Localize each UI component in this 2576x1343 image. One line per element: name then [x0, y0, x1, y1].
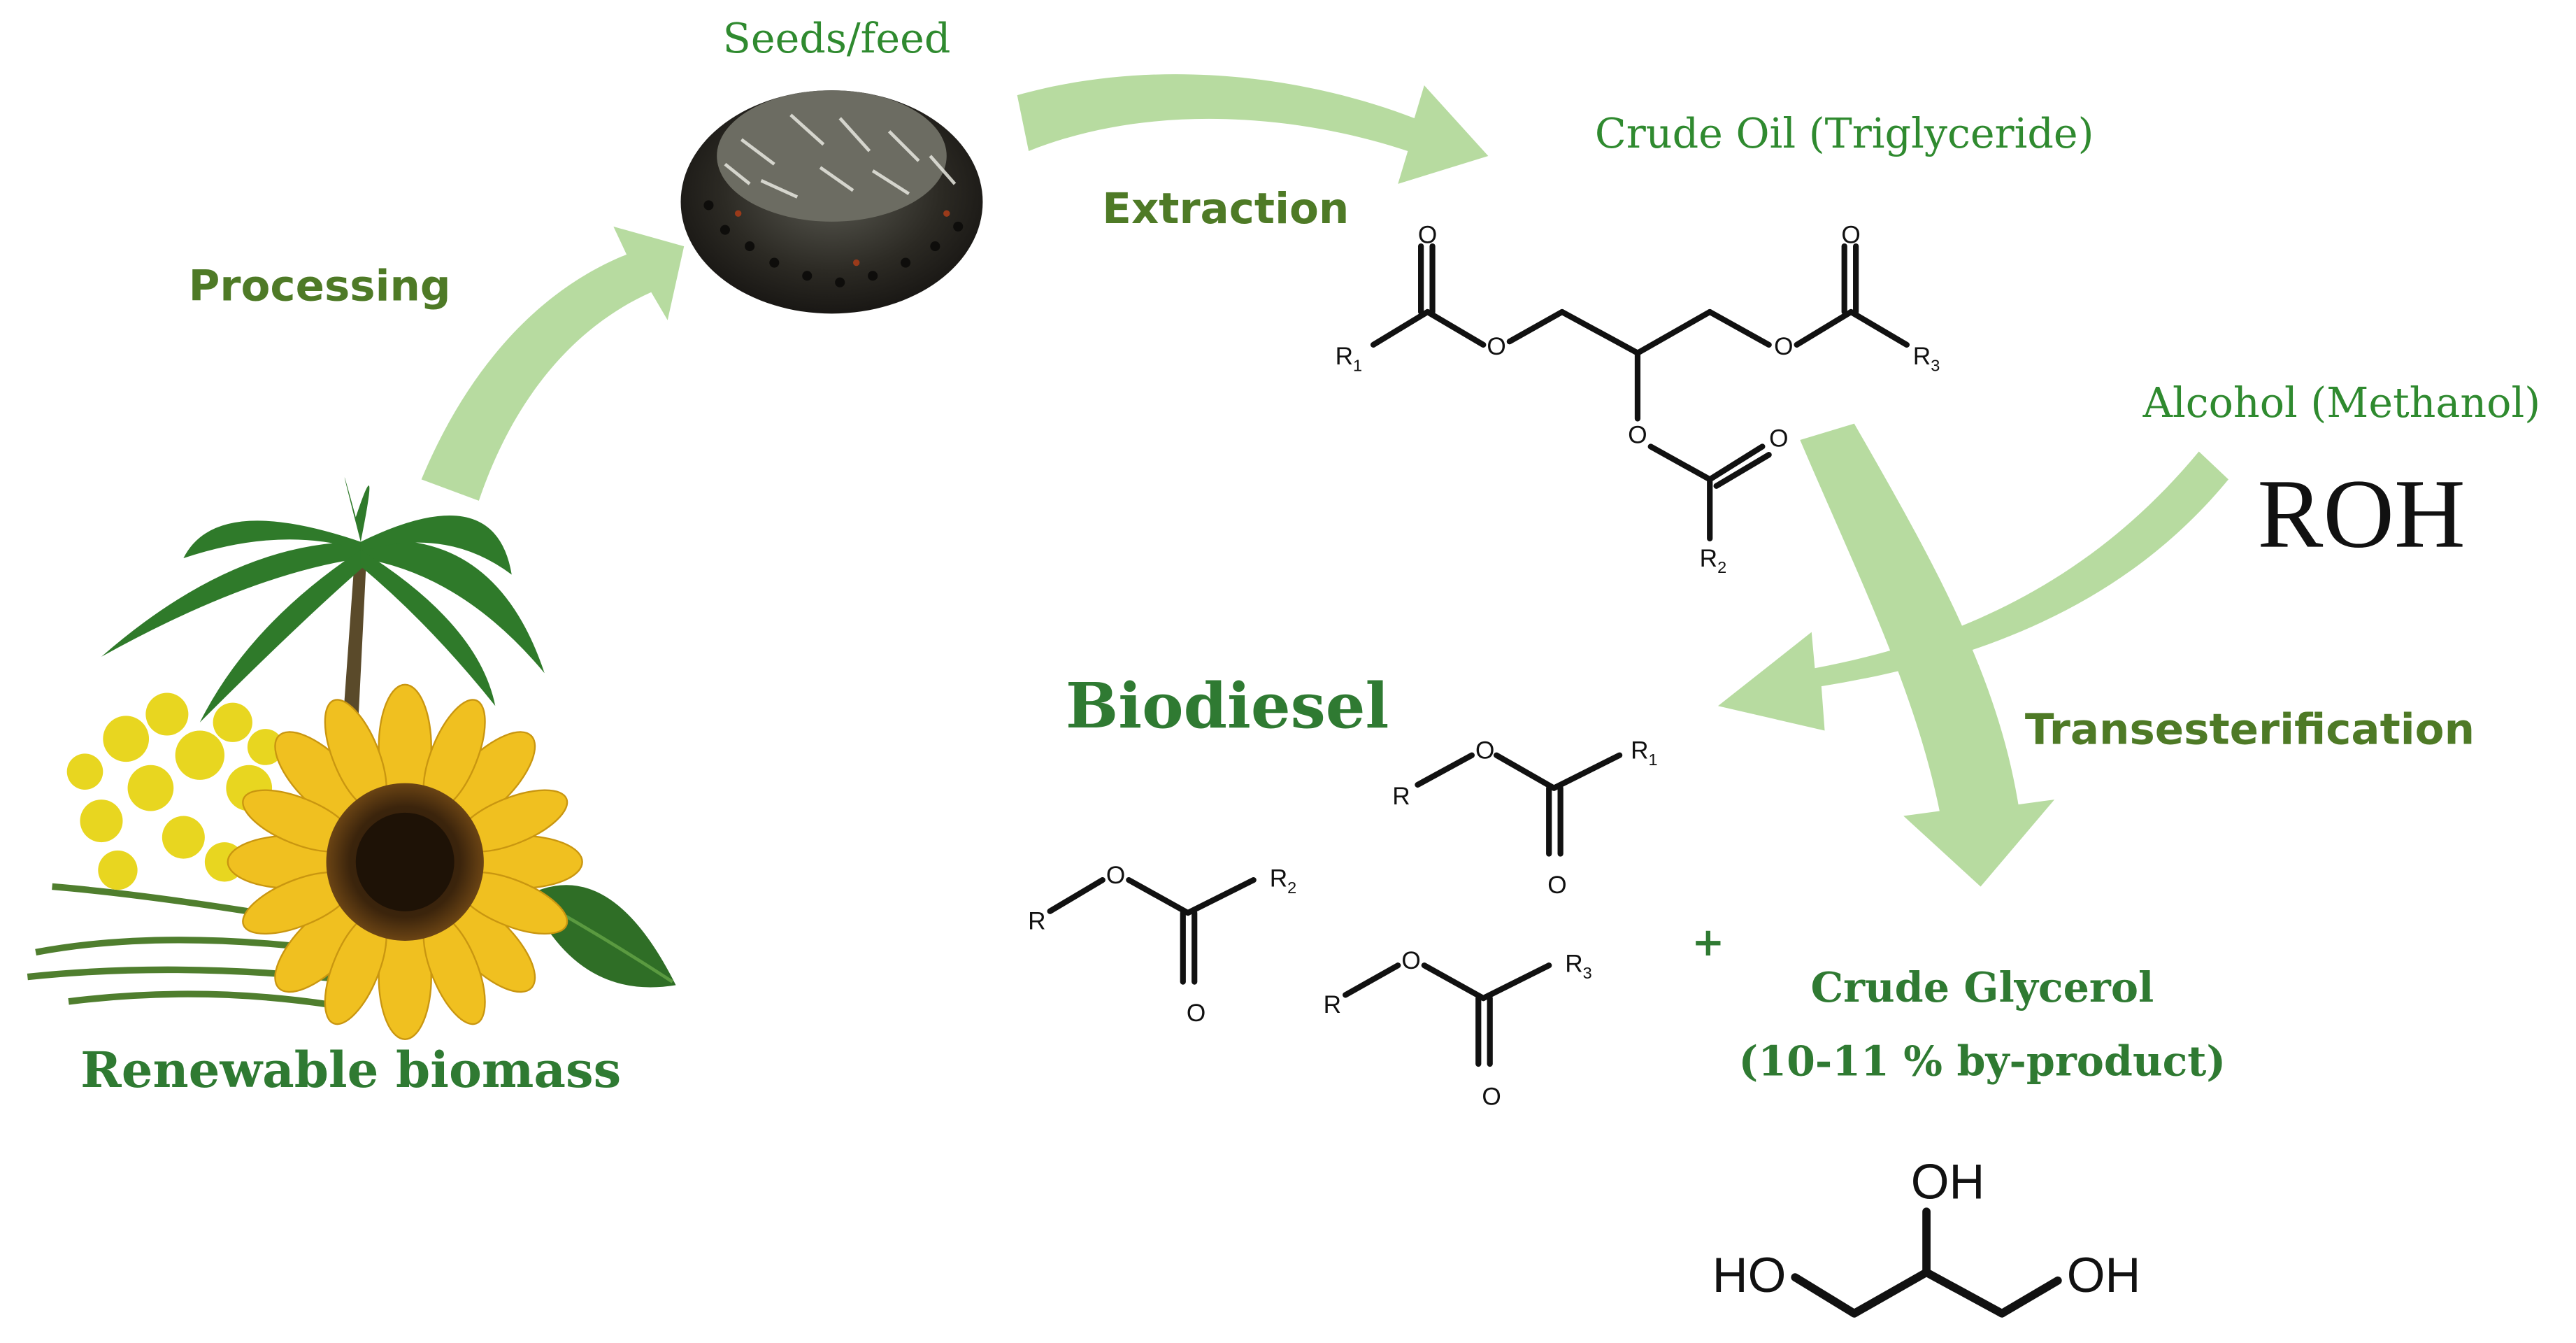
alcohol-label: Alcohol (Methanol) — [2142, 379, 2541, 427]
ester-oxygen: O — [1401, 947, 1420, 974]
seed-pile-image — [680, 90, 983, 314]
ester-r: R — [1324, 991, 1341, 1018]
arrow-processing — [421, 226, 685, 501]
renewable-biomass-label: Renewable biomass — [80, 1041, 621, 1099]
biomass-plants-image — [27, 477, 676, 1040]
crude-oil-label: Crude Oil (Triglyceride) — [1595, 110, 2094, 157]
transesterification-label: Transesterification — [2025, 704, 2475, 754]
plus-sign: + — [1691, 919, 1724, 965]
crude-glycerol-label: Crude Glycerol — [1810, 963, 2154, 1011]
ester-chain: R1 — [1631, 737, 1657, 768]
glycerol-oh-top: OH — [1911, 1153, 1985, 1209]
ester-carbonyl-oxygen: O — [1482, 1083, 1501, 1111]
ester-r: R — [1392, 783, 1410, 810]
ester-r: R — [1028, 908, 1045, 935]
ester-carbonyl-oxygen: O — [1547, 872, 1566, 899]
ester-r1-structure: R O O R1 — [1392, 737, 1657, 898]
tg-oxygen: O — [1841, 221, 1860, 248]
glycerol-oh-right: OH — [2067, 1247, 2141, 1302]
tg-r1: R1 — [1336, 343, 1362, 374]
rapeseed-flowers — [66, 692, 284, 890]
tg-oxygen: O — [1769, 425, 1788, 452]
tg-r2: R2 — [1700, 545, 1726, 576]
tg-oxygen: O — [1774, 333, 1793, 360]
ester-chain: R3 — [1565, 951, 1591, 982]
by-product-label: (10-11 % by-product) — [1739, 1037, 2226, 1085]
ester-chain: R2 — [1270, 865, 1296, 896]
ester-r2-structure: R O O R2 — [1028, 862, 1296, 1027]
seeds-feed-label: Seeds/feed — [723, 15, 951, 62]
tg-oxygen: O — [1487, 333, 1505, 360]
glycerol-ho-left: HO — [1712, 1247, 1787, 1302]
arrow-methanol-to-biodiesel — [1717, 451, 2228, 731]
sunflower — [227, 683, 583, 1040]
extraction-label: Extraction — [1102, 184, 1349, 234]
biodiesel-title: Biodiesel — [1066, 669, 1389, 743]
tg-r3: R3 — [1913, 343, 1940, 374]
processing-label: Processing — [189, 262, 451, 311]
ester-oxygen: O — [1106, 862, 1125, 889]
ester-r3-structure: R O O R3 — [1324, 947, 1592, 1111]
ester-oxygen: O — [1475, 737, 1494, 764]
arrow-extraction — [1017, 74, 1489, 184]
roh-formula: ROH — [2257, 460, 2465, 569]
tg-oxygen: O — [1628, 422, 1647, 449]
tg-oxygen: O — [1418, 221, 1437, 248]
glycerol-structure: OH HO OH — [1712, 1153, 2141, 1318]
triglyceride-structure: O O O O O O R1 R3 R2 — [1336, 221, 1940, 576]
ester-carbonyl-oxygen: O — [1187, 1000, 1205, 1027]
